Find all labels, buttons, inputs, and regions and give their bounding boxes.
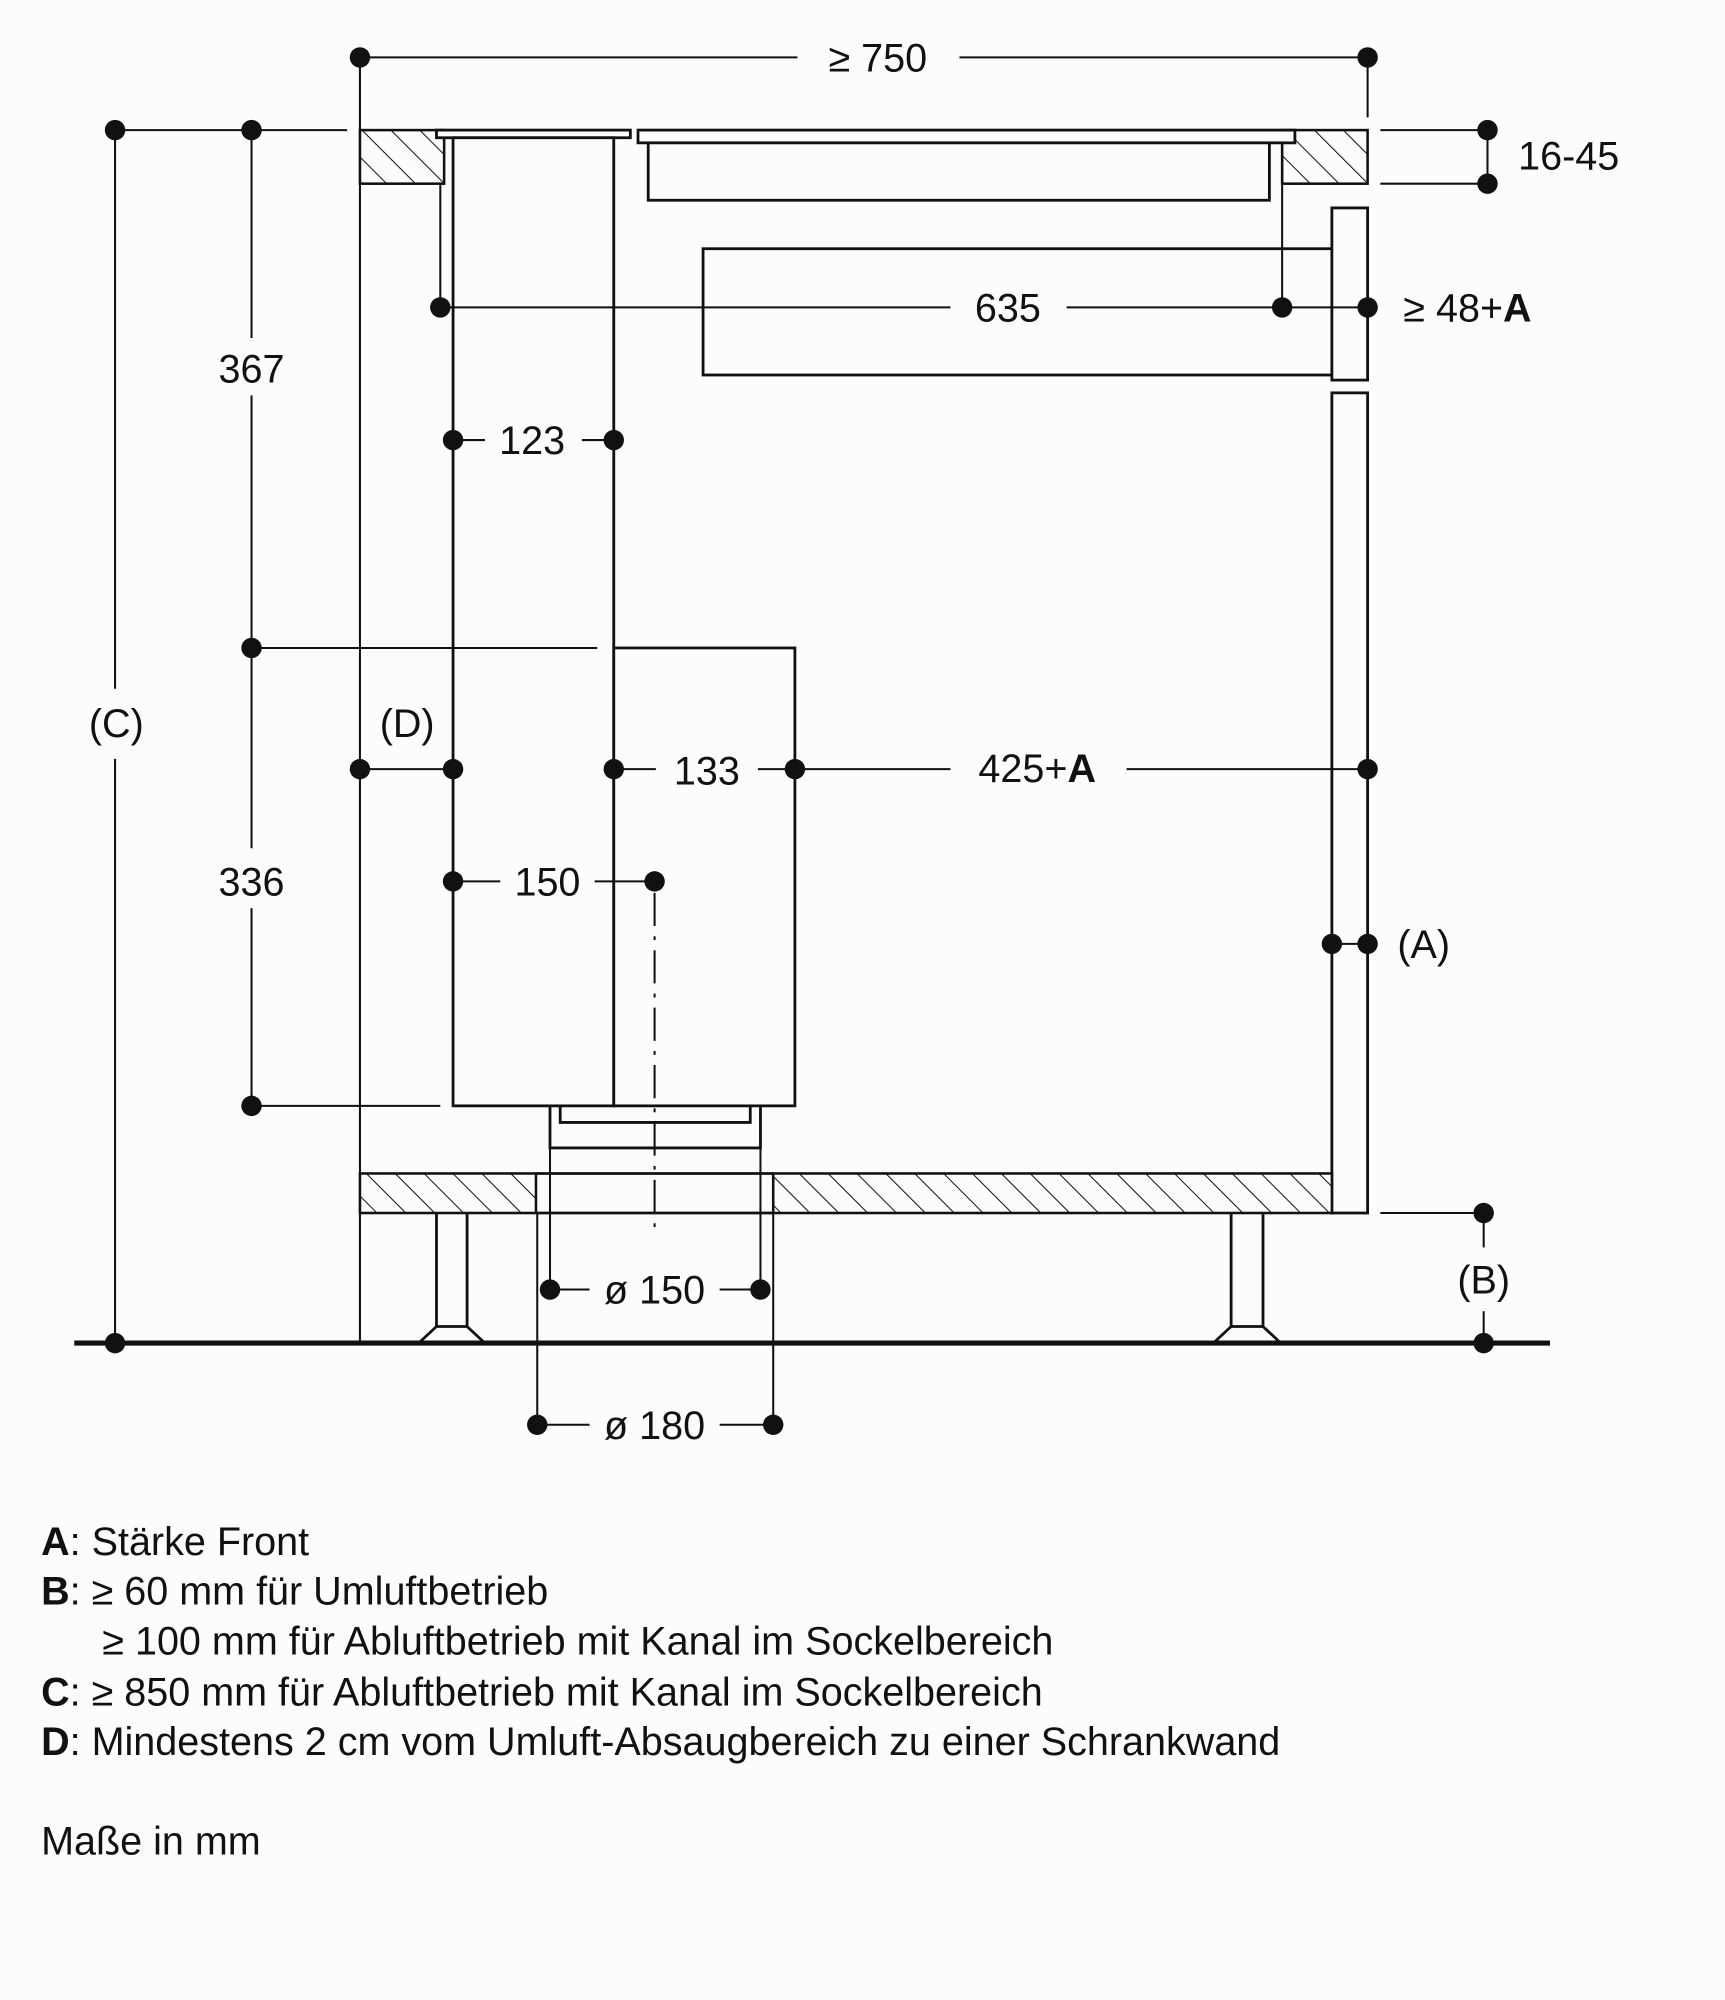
dimension-dots <box>104 47 1498 1435</box>
dim-front-gap: ≥ 48+A <box>1403 286 1531 330</box>
label-b: (B) <box>1457 1258 1510 1302</box>
front-panel <box>1330 391 1370 1215</box>
legend-d: D: Mindestens 2 cm vom Umluft-Absaugbere… <box>41 1720 1280 1764</box>
label-a: (A) <box>1397 923 1450 967</box>
legend-a: A: Stärke Front <box>41 1520 309 1564</box>
hob-glass-right <box>636 128 1297 145</box>
dim-336: 336 <box>219 860 285 904</box>
dim-width: ≥ 750 <box>828 36 927 80</box>
legend-b-2: ≥ 100 mm für Abluftbetrieb mit Kanal im … <box>102 1619 1053 1663</box>
dim-diam-150: ø 150 <box>604 1269 705 1313</box>
fan-box <box>701 247 1334 377</box>
dim-diam-180: ø 180 <box>604 1404 705 1448</box>
dimension-labels: ≥ 750 16-45 635 ≥ 48+A 367 123 (C) (D) 1… <box>89 36 1619 1447</box>
leg-left <box>417 1213 486 1345</box>
dim-425: 425+A <box>978 747 1096 791</box>
worktop-left <box>358 128 446 185</box>
cabinet-structure <box>74 57 1550 1346</box>
front-panel-top <box>1330 206 1370 382</box>
motor-box <box>612 646 797 1108</box>
base-plate-right <box>771 1172 1334 1215</box>
hob-body <box>646 141 1271 202</box>
legend: A: Stärke Front B: ≥ 60 mm für Umluftbet… <box>41 1520 1280 1864</box>
dim-worktop: 16-45 <box>1518 135 1619 179</box>
dim-133: 133 <box>674 749 740 793</box>
legend-c: C: ≥ 850 mm für Abluftbetrieb mit Kanal … <box>41 1670 1043 1714</box>
dimension-lines <box>114 56 1489 1426</box>
base-plate-left <box>358 1172 538 1215</box>
label-c: (C) <box>89 702 144 746</box>
dim-367: 367 <box>219 348 285 392</box>
legend-b: B: ≥ 60 mm für Umluftbetrieb <box>41 1570 548 1614</box>
dim-123: 123 <box>499 419 565 463</box>
units-note: Maße in mm <box>41 1820 261 1864</box>
dim-150-offset: 150 <box>514 860 580 904</box>
extractor-chimney <box>451 136 616 1108</box>
dim-635: 635 <box>975 286 1041 330</box>
leg-right <box>1212 1213 1282 1345</box>
label-d: (D) <box>380 702 435 746</box>
